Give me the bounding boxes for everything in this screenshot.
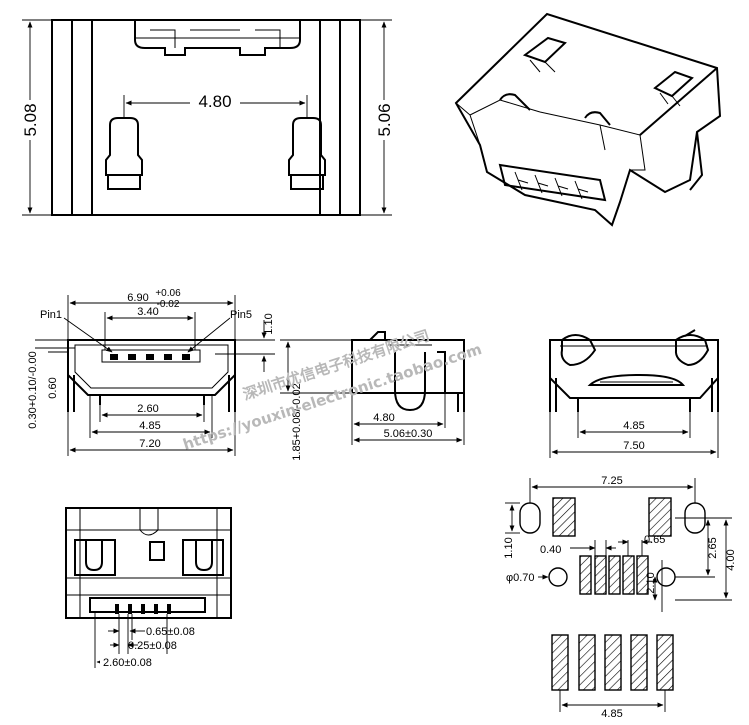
- rear-inner-width-label: 4.85: [623, 420, 644, 432]
- bottom-pin-span-label: 2.60±0.08: [103, 657, 152, 669]
- front-overall-top-label: 6.90: [127, 292, 148, 304]
- footprint-pad-width-label: 0.40: [540, 544, 561, 556]
- top-height-right-label: 5.06: [375, 103, 394, 136]
- rear-view: 4.85 7.50: [549, 329, 719, 458]
- footprint-height-b-label: 4.00: [725, 549, 737, 570]
- isometric-view: [454, 12, 722, 227]
- watermark: 深圳市优信电子科技有限公司 https://youxin-electronic.…: [181, 326, 484, 453]
- top-pin-span-label: 4.80: [198, 92, 231, 111]
- side-width-label: 4.80: [373, 412, 394, 424]
- front-left-height-label: 0.60: [47, 377, 59, 398]
- front-view-outline: [67, 339, 236, 396]
- footprint-pad-height-label: 1.10: [503, 537, 515, 558]
- front-overall-tol-minus: -0.02: [157, 299, 180, 310]
- footprint: 7.25 1.10 0.40 0.65 φ0.70 2.65 4.00 2.10: [503, 475, 737, 720]
- side-height-tol-label: 1.85+0.08/-0.02: [291, 383, 303, 460]
- top-height-left-label: 5.08: [21, 103, 40, 136]
- front-height-right-label: 1.10: [263, 313, 275, 334]
- mount-pad-left: [552, 497, 576, 537]
- footprint-hole-label: φ0.70: [506, 572, 535, 584]
- top-pin-right: [288, 117, 326, 176]
- front-view: 6.90 +0.06 -0.02 3.40 Pin1 Pin5 1.10 0.3…: [27, 288, 275, 456]
- side-view-outline: [351, 339, 465, 394]
- front-overall-tol-plus: +0.06: [155, 288, 181, 299]
- top-pin-left: [105, 117, 143, 176]
- bottom-view: 0.65±0.08 0.25±0.08 2.60±0.08: [65, 507, 232, 669]
- side-view: 1.85+0.08/-0.02 4.80 5.06±0.30: [280, 331, 465, 461]
- rear-overall-width-label: 7.50: [623, 440, 644, 452]
- top-view: 4.80 5.08 5.06: [20, 19, 394, 216]
- front-left-tol-label: 0.30+0.10/-0.00: [27, 351, 39, 428]
- mount-pad-right: [648, 497, 672, 537]
- bottom-pin-width-label: 0.25±0.08: [128, 640, 177, 652]
- pin5-label: Pin5: [230, 309, 252, 321]
- footprint-bottom-width-label: 4.85: [601, 708, 622, 720]
- footprint-height-a-label: 2.65: [707, 537, 719, 558]
- footprint-overall-label: 7.25: [601, 475, 622, 487]
- top-view-outline: [51, 19, 361, 216]
- front-inner-span-label: 3.40: [137, 306, 158, 318]
- side-overall-label: 5.06±0.30: [384, 428, 433, 440]
- bottom-view-outline: [65, 507, 232, 619]
- front-pin-span-label: 2.60: [137, 403, 158, 415]
- footprint-height-c-label: 2.10: [645, 572, 657, 593]
- rear-view-outline: [549, 339, 719, 399]
- bottom-pitch-label: 0.65±0.08: [146, 626, 195, 638]
- front-inner-width-label: 4.85: [139, 420, 160, 432]
- front-overall-width-label: 7.20: [139, 438, 160, 450]
- pin1-label: Pin1: [40, 309, 62, 321]
- footprint-pitch-label: 0.65: [644, 534, 665, 546]
